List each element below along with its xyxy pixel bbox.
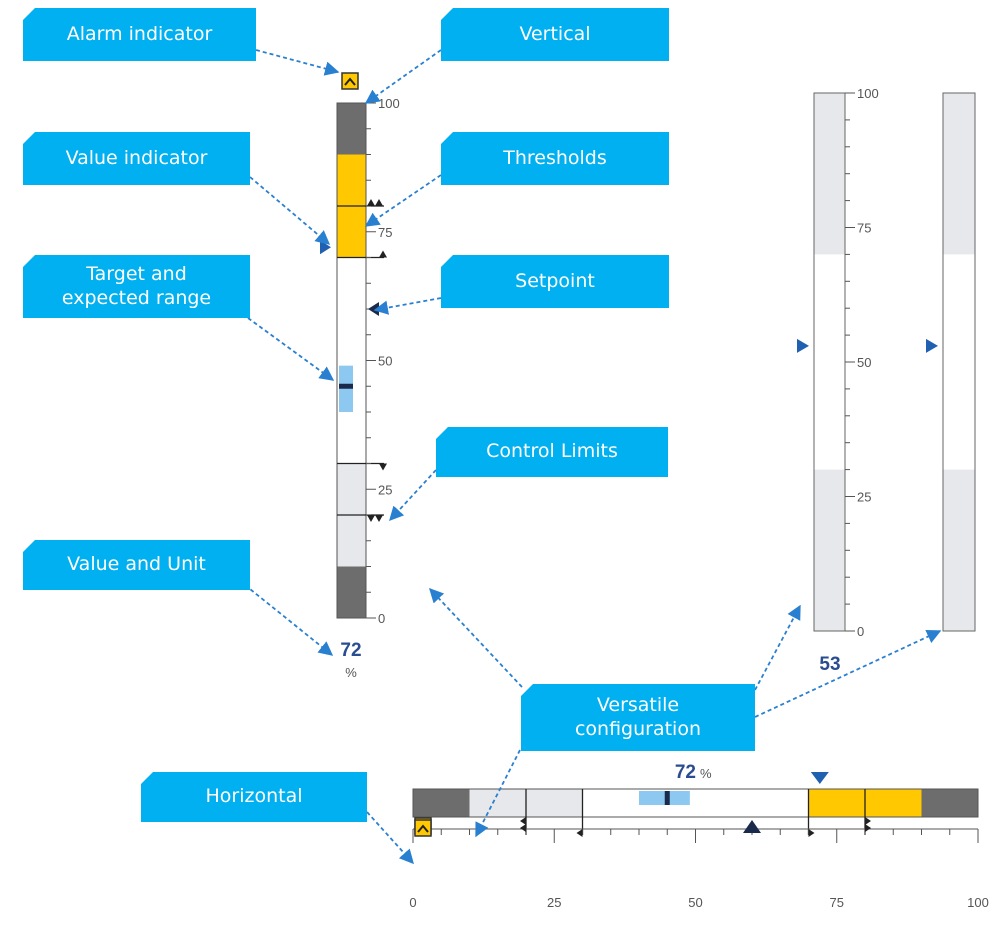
threshold-marker xyxy=(379,463,387,471)
main-gauge-unit: % xyxy=(345,665,357,680)
alarm-band xyxy=(337,566,366,618)
scale-tick-label: 0 xyxy=(378,611,385,626)
simple-gauge-no-scale xyxy=(926,92,976,632)
threshold-marker xyxy=(375,515,383,522)
scale-tick-label: 25 xyxy=(857,490,871,505)
expected-range xyxy=(339,365,353,412)
setpoint-marker xyxy=(743,820,761,833)
simple-gauge-with-scale: 0 25 50 75 100 xyxy=(797,86,879,639)
callout-horizontal: Horizontal xyxy=(141,772,367,822)
threshold-marker xyxy=(367,515,375,522)
horizontal-gauge: 0 25 50 75 100 xyxy=(409,772,989,910)
alarm-band xyxy=(337,103,366,155)
target-marker xyxy=(664,791,670,805)
callout-value-and-unit: Value and Unit xyxy=(23,540,250,590)
scale-tick-label: 75 xyxy=(857,221,871,236)
callout-vertical: Vertical xyxy=(441,8,669,61)
scale-tick-label: 50 xyxy=(688,895,702,910)
normal-band xyxy=(814,469,845,631)
scale-tick-label: 100 xyxy=(967,895,989,910)
scale-tick-label: 100 xyxy=(857,86,879,101)
scale-tick-label: 0 xyxy=(409,895,416,910)
scale-tick-label: 75 xyxy=(378,225,392,240)
scale-tick-label: 25 xyxy=(547,895,561,910)
expected-range xyxy=(639,791,690,805)
alarm-band xyxy=(413,789,470,817)
threshold-marker xyxy=(520,817,526,825)
callout-alarm-indicator: Alarm indicator xyxy=(23,8,256,61)
target-marker xyxy=(339,383,353,389)
value-indicator xyxy=(797,338,809,353)
callout-setpoint: Setpoint xyxy=(441,255,669,308)
scale-tick-label: 25 xyxy=(378,482,392,497)
vertical-gauge: 0 25 50 75 100 xyxy=(320,96,400,626)
horizontal-gauge-value: 72 xyxy=(675,762,696,783)
threshold-marker xyxy=(865,817,871,825)
normal-band xyxy=(943,93,975,255)
alarm-icon-horizontal xyxy=(414,819,432,837)
threshold-marker xyxy=(576,829,583,837)
value-indicator xyxy=(810,772,829,784)
callout-control-limits: Control Limits xyxy=(436,427,668,477)
threshold-marker xyxy=(865,824,871,832)
callout-arrows xyxy=(244,49,942,865)
threshold-marker xyxy=(375,199,383,206)
alarm-band xyxy=(921,789,978,817)
threshold-marker xyxy=(808,829,815,837)
main-gauge-value: 72 xyxy=(340,640,361,661)
scale-tick-label: 50 xyxy=(378,354,392,369)
callout-value-indicator: Value indicator xyxy=(23,132,250,185)
scale-tick-label: 75 xyxy=(830,895,844,910)
value-indicator xyxy=(320,240,331,255)
scale-tick-label: 50 xyxy=(857,355,871,370)
alarm-icon xyxy=(341,72,359,90)
value-indicator xyxy=(926,338,938,353)
threshold-marker xyxy=(520,824,526,832)
normal-band xyxy=(814,93,845,255)
threshold-marker xyxy=(367,199,375,206)
scale-tick-label: 0 xyxy=(857,624,864,639)
vertical-gauge-ticks: 0 25 50 75 100 xyxy=(366,96,400,626)
threshold-marker xyxy=(379,250,387,258)
callout-thresholds: Thresholds xyxy=(441,132,669,185)
vertical-gauge-bands xyxy=(337,103,366,618)
scale-tick-label: 100 xyxy=(378,96,400,111)
normal-band xyxy=(943,469,975,631)
horizontal-gauge-unit: % xyxy=(700,766,712,781)
simple-gauge-value: 53 xyxy=(819,654,840,675)
